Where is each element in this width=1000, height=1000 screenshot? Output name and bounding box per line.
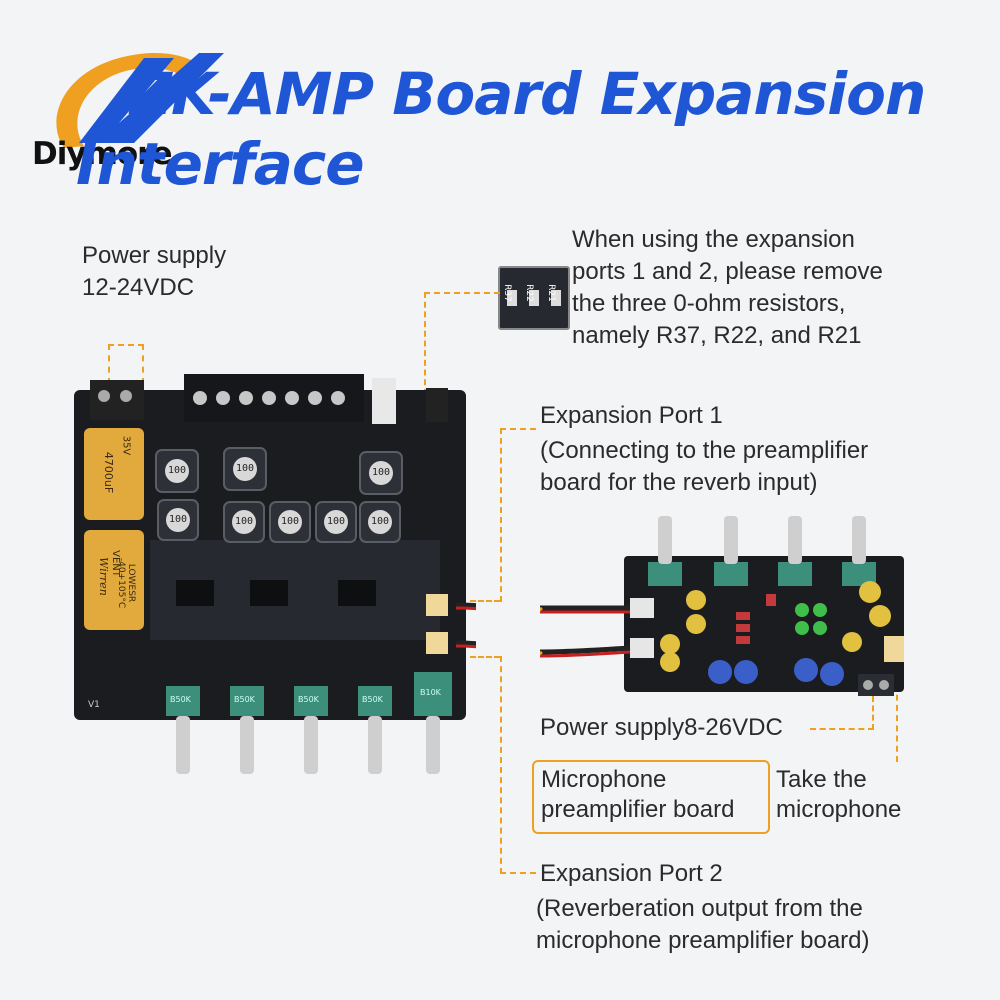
leader-port2 [500, 656, 536, 874]
inductor-mark-6: 100 [281, 516, 300, 527]
resistor-note-line2: ports 1 and 2, please remove [572, 258, 883, 285]
pot-mark-4: B50K [362, 695, 383, 704]
leader-port1-stub [470, 600, 500, 602]
mic-preamp-board [531, 512, 920, 702]
expansion-port-2-desc-line2: microphone preamplifier board) [536, 927, 870, 954]
expansion-port-2-label: Expansion Port 2 (Reverberation output f… [536, 858, 870, 957]
power-supply-mic-label: Power supply8-26VDC [540, 714, 783, 741]
resistor-note-line1: When using the expansion [572, 226, 855, 253]
capacitor-brand: Wirren [96, 557, 110, 596]
leader-take-mic [896, 664, 898, 762]
expansion-port-1-label: Expansion Port 1 (Connecting to the prea… [540, 400, 868, 499]
power-supply-main-label: Power supply 12-24VDC [82, 240, 226, 304]
capacitor-value: 4700uF [102, 451, 116, 494]
resistor-chip: R37 R22 R21 [498, 266, 570, 330]
inductor-mark-2: 100 [236, 463, 255, 474]
mic-board-label-box [532, 760, 770, 834]
inductor-mark-7: 100 [327, 516, 346, 527]
brand-name: Diymore [32, 136, 172, 172]
inductor-mark-8: 100 [371, 516, 390, 527]
capacitor-rating: 35V [120, 435, 132, 456]
inductor-mark-3: 100 [372, 467, 391, 478]
pot-mark-5: B10K [420, 688, 441, 697]
page-title-line2: Interface [76, 130, 365, 198]
expansion-port-1-title: Expansion Port 1 [540, 402, 723, 429]
take-microphone-line1: Take the [776, 766, 867, 793]
expansion-port-1-desc-line2: board for the reverb input) [540, 469, 818, 496]
mic-board-line1: Microphone [541, 766, 667, 793]
mic-preamp-board-graphic [531, 516, 904, 696]
leader-port2-stub [470, 656, 500, 658]
power-supply-main-line2: 12-24VDC [82, 274, 195, 301]
pot-mark-3: B50K [298, 695, 319, 704]
board-version: V1 [88, 700, 100, 710]
resistor-code-r22: R22 [523, 284, 534, 302]
expansion-port-1-desc-line1: (Connecting to the preamplifier [540, 437, 869, 464]
capacitor-temp: -40+105°C [116, 557, 127, 609]
inductor-mark-1: 100 [168, 465, 187, 476]
take-microphone-line2: microphone [776, 796, 902, 823]
resistor-code-r37: R37 [501, 284, 512, 302]
pot-mark-1: B50K [170, 695, 191, 704]
pot-mark-2: B50K [234, 695, 255, 704]
inductor-mark-5: 100 [235, 516, 254, 527]
power-supply-main-line1: Power supply [82, 242, 227, 269]
mic-board-label: Microphone preamplifier board [541, 765, 734, 825]
page-title-line1: ZK-AMP Board Expansion [130, 60, 926, 128]
resistor-code-r21: R21 [545, 284, 556, 302]
inductor-mark-4: 100 [169, 514, 188, 525]
main-amp-board: 100 100 100 100 100 100 100 100 4700uF 3… [66, 370, 537, 780]
resistor-note-line3: the three 0-ohm resistors, [572, 290, 846, 317]
leader-resistor [424, 292, 500, 424]
take-microphone-label: Take the microphone [776, 765, 901, 825]
diymore-logo: Diymore [24, 28, 234, 188]
leader-port1 [500, 428, 536, 602]
capacitor-lowesr: LOWESR [126, 563, 137, 603]
expansion-port-2-title: Expansion Port 2 [540, 860, 723, 887]
mic-board-line2: preamplifier board [541, 796, 735, 823]
leader-power-mic [810, 696, 874, 730]
resistor-note-line4: namely R37, R22, and R21 [572, 322, 862, 349]
expansion-port-2-desc-line1: (Reverberation output from the [536, 895, 863, 922]
logo-swoosh-icon [56, 52, 224, 149]
resistor-note: When using the expansion ports 1 and 2, … [572, 224, 883, 352]
leader-power-main [108, 344, 144, 384]
